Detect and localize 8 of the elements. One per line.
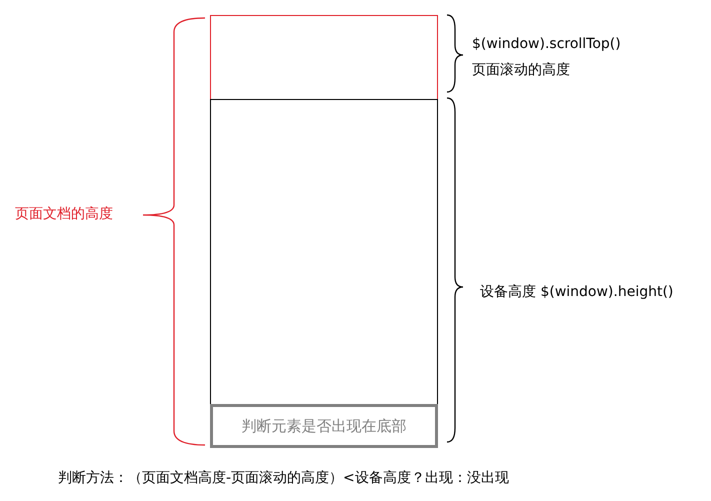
element-box: 判断元素是否出现在底部 [210,404,438,448]
brace-label: 设备高度 $(window).height() [480,283,674,301]
document-box [210,15,438,446]
caption-label: 页面滚动的高度 [472,61,570,79]
formula-label: $(window).scrollTop() [472,36,621,52]
note-text: 判断方法：（页面文档高度-页面滚动的高度）<设备高度？出现：没出现 [58,469,509,487]
brace-label: 页面文档的高度 [15,205,113,223]
viewport-box [210,99,438,446]
